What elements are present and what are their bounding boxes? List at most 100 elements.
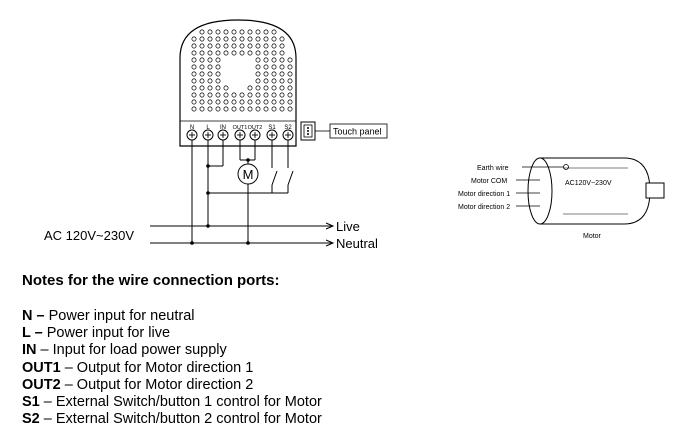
vent-hole <box>271 106 277 112</box>
vent-hole <box>191 36 197 42</box>
vent-hole <box>215 64 221 70</box>
vent-hole <box>287 85 293 91</box>
vent-hole <box>279 50 285 56</box>
vent-hole <box>231 50 237 56</box>
vent-hole <box>279 57 285 63</box>
vent-hole <box>279 92 285 98</box>
terminal-label-s1: S1 <box>268 125 276 131</box>
note-text: Power input for neutral <box>48 308 195 324</box>
motor-com-label: Motor COM <box>471 178 507 185</box>
vent-hole <box>247 36 253 42</box>
vent-hole <box>231 43 237 49</box>
vent-hole <box>255 78 261 84</box>
note-separator: – <box>32 308 49 324</box>
terminal-label-in: IN <box>220 125 226 131</box>
neutral-label: Neutral <box>336 236 378 251</box>
vent-hole <box>207 92 213 98</box>
vent-hole <box>191 92 197 98</box>
note-separator: – <box>39 394 56 411</box>
vent-hole <box>215 43 221 49</box>
vent-hole <box>199 85 205 91</box>
vent-hole <box>191 99 197 105</box>
vent-hole <box>239 36 245 42</box>
vent-hole <box>207 85 213 91</box>
wires <box>150 140 332 244</box>
vent-hole <box>263 57 269 63</box>
vent-hole <box>255 57 261 63</box>
vent-hole <box>191 85 197 91</box>
vent-hole <box>279 85 285 91</box>
vent-hole <box>239 106 245 112</box>
note-text: Power input for live <box>46 325 171 342</box>
vent-hole <box>247 50 253 56</box>
note-item-out2: OUT2 – Output for Motor direction 2 <box>22 377 682 394</box>
vent-hole <box>207 106 213 112</box>
vent-hole <box>207 36 213 42</box>
touch-panel-label: Touch panel <box>333 127 382 137</box>
vent-hole <box>223 85 229 91</box>
vent-hole <box>271 64 277 70</box>
vent-hole <box>271 71 277 77</box>
vent-hole <box>199 43 205 49</box>
note-item-out1: OUT1 – Output for Motor direction 1 <box>22 360 682 377</box>
touch-panel-connector-inner <box>303 124 313 138</box>
motor-wires <box>516 164 569 207</box>
live-arrow <box>325 222 335 230</box>
vent-hole <box>239 92 245 98</box>
vent-hole <box>207 29 213 35</box>
vent-hole <box>247 29 253 35</box>
vent-hole <box>191 43 197 49</box>
vent-hole <box>223 43 229 49</box>
notes-title: Notes for the wire connection ports: <box>22 272 280 289</box>
vent-hole <box>271 57 277 63</box>
note-text: Input for load power supply <box>52 342 227 359</box>
vent-hole <box>199 57 205 63</box>
note-item-l: L – Power input for live <box>22 325 682 342</box>
note-text: Output for Motor direction 2 <box>76 376 254 393</box>
vent-hole <box>247 43 253 49</box>
vent-hole <box>287 57 293 63</box>
vent-hole <box>287 106 293 112</box>
vent-hole <box>263 50 269 56</box>
vent-hole <box>263 43 269 49</box>
vent-hole <box>255 92 261 98</box>
motor-symbol <box>237 163 259 185</box>
vent-hole <box>263 78 269 84</box>
motor-voltage-label: AC120V~230V <box>565 180 612 187</box>
vent-hole <box>199 50 205 56</box>
vent-hole <box>271 43 277 49</box>
vent-hole <box>199 36 205 42</box>
vent-hole <box>207 43 213 49</box>
vent-hole <box>191 106 197 112</box>
note-code: L <box>22 325 31 342</box>
note-separator: – <box>39 411 56 428</box>
vent-hole <box>263 85 269 91</box>
vent-hole <box>207 57 213 63</box>
terminal-label-n: N <box>190 125 194 131</box>
vent-hole <box>191 50 197 56</box>
vent-hole <box>279 99 285 105</box>
vent-hole <box>207 64 213 70</box>
vent-hole <box>239 43 245 49</box>
vent-hole <box>279 71 285 77</box>
vent-hole <box>287 92 293 98</box>
vent-holes <box>191 29 293 112</box>
vent-hole <box>271 92 277 98</box>
vent-hole <box>215 92 221 98</box>
vent-hole <box>199 92 205 98</box>
vent-hole <box>231 29 237 35</box>
note-text: External Switch/button 2 control for Mot… <box>55 411 322 428</box>
vent-hole <box>215 99 221 105</box>
note-code: OUT2 <box>22 376 61 393</box>
vent-hole <box>263 106 269 112</box>
vent-hole <box>271 85 277 91</box>
vent-hole <box>207 78 213 84</box>
note-code: IN <box>22 342 37 359</box>
vent-hole <box>239 29 245 35</box>
vent-hole <box>263 99 269 105</box>
vent-hole <box>223 36 229 42</box>
vent-hole <box>199 64 205 70</box>
vent-hole <box>247 99 253 105</box>
note-separator: – <box>36 342 53 359</box>
